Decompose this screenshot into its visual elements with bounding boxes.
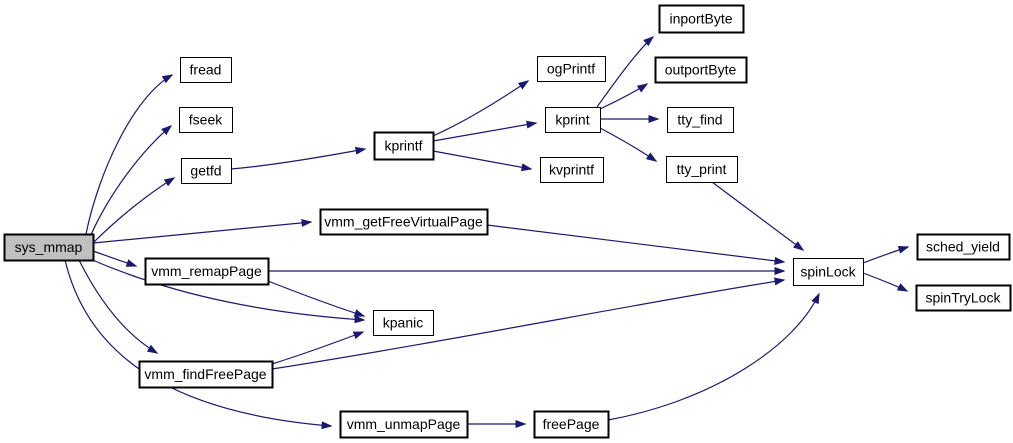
edge-vmm_getFreeVirtualPage-to-spinLock [486,224,786,265]
edge-kprint-to-outportByte [599,83,649,110]
edge-kprintf-to-ogPrintf [432,80,530,137]
node-box-fread[interactable] [179,56,233,84]
node-label-spinLock: spinLock [800,264,856,280]
node-box-kprintf[interactable] [373,131,435,161]
node-kpanic[interactable]: kpanic [372,309,435,337]
node-vmm_findFreePage[interactable]: vmm_findFreePage [138,360,274,389]
edge-kprintf-to-kprint [432,120,538,142]
edges-layer [64,36,910,430]
node-getfd[interactable]: getfd [180,157,233,185]
node-tty_print[interactable]: tty_print [665,155,739,184]
node-label-spinTryLock: spinTryLock [926,290,1002,306]
node-label-freePage: freePage [543,416,600,432]
node-box-tty_find[interactable] [666,106,735,134]
node-box-vmm_unmapPage[interactable] [339,410,469,439]
node-ogPrintf[interactable]: ogPrintf [536,55,607,83]
node-kprint[interactable]: kprint [544,106,602,134]
node-box-tty_print[interactable] [665,155,739,184]
edge-kprint-to-tty_print [599,127,658,162]
edge-vmm_findFreePage-to-spinLock [271,277,786,370]
node-kvprintf[interactable]: kvprintf [539,156,605,184]
edge-sys_mmap-to-fread [85,74,174,235]
node-box-outportByte[interactable] [654,56,748,84]
node-tty_find[interactable]: tty_find [666,106,735,134]
edge-sys_mmap-to-vmm_getFreeVirtualPage [92,218,313,244]
edge-sys_mmap-to-vmm_remapPage [92,250,138,267]
node-box-sys_mmap [3,233,95,262]
node-box-vmm_findFreePage[interactable] [138,360,274,389]
node-box-inportByte[interactable] [658,4,745,34]
node-label-fread: fread [190,62,222,78]
node-label-vmm_findFreePage: vmm_findFreePage [144,366,266,382]
node-label-getfd: getfd [190,163,221,179]
edge-kprint-to-inportByte [596,36,655,108]
node-outportByte[interactable]: outportByte [654,56,748,84]
node-inportByte[interactable]: inportByte [658,4,745,34]
edge-freePage-to-spinLock [607,292,820,421]
edge-sys_mmap-to-getfd [92,177,176,244]
node-sched_yield[interactable]: sched_yield [916,233,1011,261]
node-label-outportByte: outportByte [665,62,737,78]
edge-getfd-to-kprintf [230,146,367,170]
edge-spinLock-to-spinTryLock [862,272,909,292]
node-label-inportByte: inportByte [669,11,732,27]
edge-tty_print-to-spinLock [711,181,805,251]
node-box-freePage[interactable] [533,410,610,439]
edge-sys_mmap-to-fseek [89,125,173,238]
node-spinLock[interactable]: spinLock [792,257,865,287]
node-fread[interactable]: fread [179,56,233,84]
node-vmm_unmapPage[interactable]: vmm_unmapPage [339,410,469,439]
nodes-layer: sys_mmap fread fseek getfd kprintf ogPrintf kp… [3,4,1012,439]
node-label-kprintf: kprintf [384,138,422,154]
node-box-kvprintf[interactable] [539,156,605,184]
node-label-fseek: fseek [189,112,223,128]
node-fseek[interactable]: fseek [178,106,234,134]
edge-spinLock-to-sched_yield [862,245,910,264]
node-label-kvprintf: kvprintf [549,162,594,178]
node-box-spinLock[interactable] [792,257,865,287]
node-box-kprint[interactable] [544,106,602,134]
node-label-kpanic: kpanic [383,315,423,331]
node-sys_mmap: sys_mmap [3,233,95,262]
edge-vmm_findFreePage-to-kpanic [271,331,365,365]
node-vmm_getFreeVirtualPage[interactable]: vmm_getFreeVirtualPage [319,208,489,236]
edge-sys_mmap-to-vmm_findFreePage [78,259,159,354]
node-box-kpanic[interactable] [372,309,435,337]
node-box-vmm_getFreeVirtualPage[interactable] [319,208,489,236]
node-label-vmm_unmapPage: vmm_unmapPage [347,416,461,432]
node-box-fseek[interactable] [178,106,234,134]
node-label-tty_find: tty_find [677,112,722,128]
edge-vmm_remapPage-to-kpanic [267,280,366,317]
node-kprintf[interactable]: kprintf [373,131,435,161]
node-label-kprint: kprint [555,112,589,128]
node-box-spinTryLock[interactable] [915,284,1012,312]
node-box-vmm_remapPage[interactable] [144,257,270,286]
node-label-sched_yield: sched_yield [926,239,1000,255]
node-spinTryLock[interactable]: spinTryLock [915,284,1012,312]
node-box-sched_yield[interactable] [916,233,1011,261]
node-box-getfd[interactable] [180,157,233,185]
edge-sys_mmap-to-kpanic [89,258,366,324]
node-label-vmm_getFreeVirtualPage: vmm_getFreeVirtualPage [324,214,483,230]
edge-kprintf-to-kvprintf [432,150,533,172]
node-box-ogPrintf[interactable] [536,55,607,83]
node-vmm_remapPage[interactable]: vmm_remapPage [144,257,270,286]
node-label-sys_mmap: sys_mmap [15,239,83,255]
node-freePage[interactable]: freePage [533,410,610,439]
node-label-ogPrintf: ogPrintf [547,61,595,77]
node-label-tty_print: tty_print [677,161,727,177]
node-label-vmm_remapPage: vmm_remapPage [151,263,262,279]
